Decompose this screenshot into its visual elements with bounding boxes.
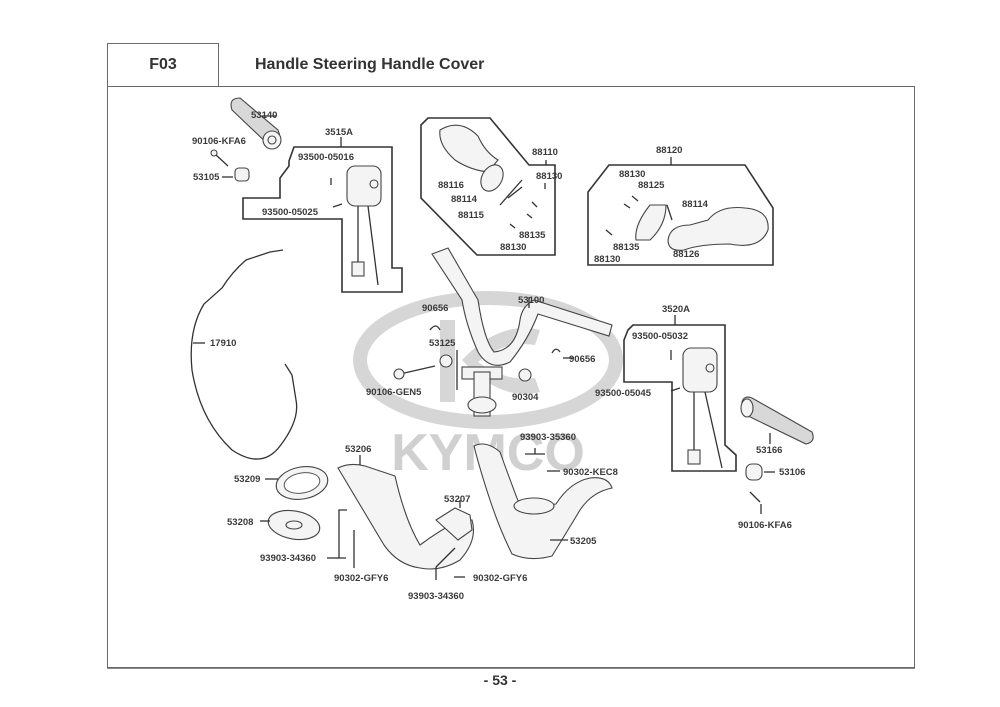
left-bar-end-part bbox=[210, 149, 250, 182]
left-switch-part bbox=[330, 165, 382, 286]
part-label: 90106-KFA6 bbox=[192, 136, 246, 147]
part-label: 53105 bbox=[193, 172, 220, 183]
part-label: 93500-05016 bbox=[298, 152, 354, 163]
part-label: 90656 bbox=[422, 303, 448, 314]
part-label: 88130 bbox=[619, 169, 645, 180]
right-switch-part bbox=[670, 347, 723, 469]
right-mirror-group-outline bbox=[587, 164, 774, 266]
front-cover-part bbox=[473, 443, 613, 560]
part-label: 90302-GFY6 bbox=[334, 573, 388, 584]
part-label: 88130 bbox=[594, 254, 620, 265]
left-mirror-part bbox=[439, 124, 546, 229]
left-grip-part bbox=[230, 97, 282, 150]
meter-cup-part bbox=[260, 509, 321, 541]
right-mirror-part bbox=[605, 195, 769, 251]
part-label: 88130 bbox=[536, 171, 562, 182]
part-label: 93500-05045 bbox=[595, 388, 652, 399]
section-code-box bbox=[107, 43, 219, 87]
part-label: 88125 bbox=[638, 180, 665, 191]
page-title: Handle Steering Handle Cover bbox=[255, 56, 485, 73]
part-label: 93903-35360 bbox=[520, 432, 576, 443]
rear-cover-screws bbox=[327, 509, 465, 580]
right-grip-part bbox=[740, 396, 814, 445]
left-switch-group-outline bbox=[242, 146, 403, 293]
part-label: 88115 bbox=[458, 210, 485, 221]
part-label: 53205 bbox=[570, 536, 597, 547]
part-label: 53208 bbox=[227, 517, 253, 528]
part-label: 88114 bbox=[682, 199, 709, 210]
part-label: 90656 bbox=[569, 354, 595, 365]
part-label: 93500-05025 bbox=[262, 207, 319, 218]
part-label: 90302-KEC8 bbox=[563, 467, 618, 478]
right-bar-end-part bbox=[745, 463, 775, 514]
part-label: 88120 bbox=[656, 145, 682, 156]
handlebar-small-parts bbox=[393, 325, 574, 390]
diagram-frame bbox=[107, 86, 915, 668]
meter-ring-part bbox=[265, 466, 329, 500]
handlebar-part bbox=[431, 247, 613, 417]
part-label: 90304 bbox=[512, 392, 539, 403]
part-label: 53209 bbox=[234, 474, 260, 485]
part-label: 53106 bbox=[779, 467, 805, 478]
part-label: 88110 bbox=[532, 147, 558, 158]
part-label: 88116 bbox=[438, 180, 464, 191]
part-label: 88135 bbox=[613, 242, 640, 253]
right-switch-group-outline bbox=[623, 324, 737, 472]
page-number: - 53 - bbox=[483, 672, 517, 688]
part-label: 53207 bbox=[444, 494, 470, 505]
part-label: 90302-GFY6 bbox=[473, 573, 527, 584]
section-code: F03 bbox=[149, 56, 177, 73]
part-label: 93903-34360 bbox=[408, 591, 464, 602]
part-label: 53206 bbox=[345, 444, 371, 455]
rear-cover-part bbox=[337, 455, 475, 570]
part-label: 53166 bbox=[756, 445, 782, 456]
throttle-cable-part bbox=[190, 251, 298, 460]
part-label: 88126 bbox=[673, 249, 699, 260]
center-cover-part bbox=[435, 500, 473, 541]
part-label: 93903-34360 bbox=[260, 553, 316, 564]
part-label: 53100 bbox=[518, 295, 544, 306]
left-mirror-group-outline bbox=[420, 117, 556, 256]
part-label: 17910 bbox=[210, 338, 236, 349]
part-label: 3515A bbox=[325, 127, 353, 138]
part-label: 88130 bbox=[500, 242, 526, 253]
part-label: 3520A bbox=[662, 304, 690, 315]
part-label: 88114 bbox=[451, 194, 478, 205]
part-label: 93500-05032 bbox=[632, 331, 688, 342]
footer-divider bbox=[107, 668, 915, 669]
part-label: 53125 bbox=[429, 338, 456, 349]
part-label: 90106-GEN5 bbox=[366, 387, 422, 398]
part-label: 53140 bbox=[251, 110, 277, 121]
part-label: 90106-KFA6 bbox=[738, 520, 792, 531]
part-label: 88135 bbox=[519, 230, 546, 241]
